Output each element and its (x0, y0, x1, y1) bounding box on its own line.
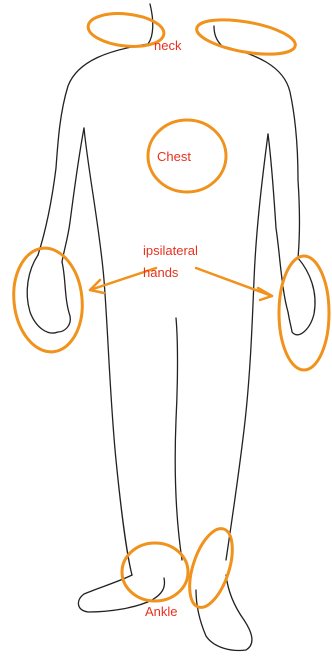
neck-left-line (148, 4, 153, 44)
right-torso-side (226, 134, 268, 560)
right-shoulder-arm-outer (222, 46, 300, 258)
neck-label: neck (154, 38, 182, 53)
chest-label: Chest (157, 149, 191, 164)
right-hand-ring (279, 256, 329, 370)
body-outline (27, 4, 315, 650)
right-hand (280, 258, 315, 335)
left-hand (27, 255, 70, 333)
left-inner-arm (62, 128, 84, 262)
hands-label-line1: ipsilateral (143, 243, 198, 258)
ankle-label: Ankle (145, 604, 178, 619)
left-shoulder-arm-outer (38, 44, 148, 255)
hand-arrows (90, 268, 272, 300)
left-torso-side (84, 128, 132, 575)
annotation-rings (9, 10, 329, 612)
crotch-line (175, 318, 182, 560)
right-inner-arm (268, 134, 280, 262)
left-hand-ring (9, 245, 87, 356)
hands-label-line2: hands (143, 265, 179, 280)
arrow-to-right-hand (196, 268, 272, 296)
neck-right-ring (194, 14, 298, 61)
